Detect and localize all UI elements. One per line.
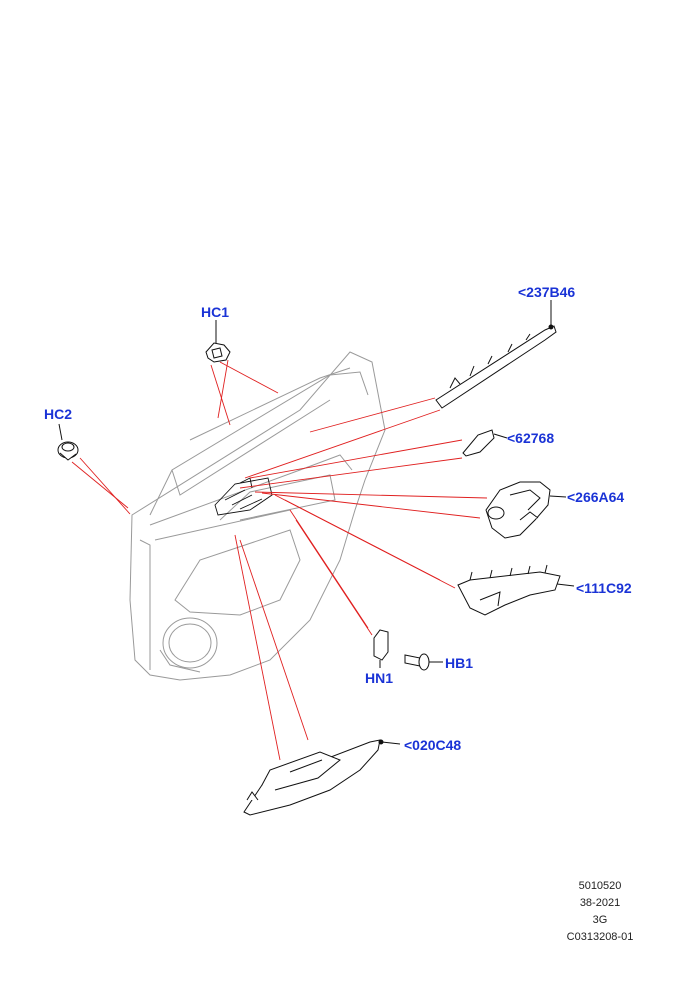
part-111c92 [457,564,575,616]
door-trim-panel [129,351,386,681]
reference-line-3: 3G [592,914,608,926]
callout-hn1: HN1 [365,670,394,686]
callout-020c48: <020C48 [404,737,462,753]
clip-hc1-part [205,320,231,363]
reference-line-2: 38-2021 [579,897,621,909]
callout-237b46: <237B46 [518,284,576,300]
reference-line-4: C0313208-01 [566,931,634,943]
part-020c48 [243,739,401,816]
switch-pack-area [214,477,273,516]
leader-lines [71,359,488,761]
part-266a64 [485,481,567,539]
reference-line-1: 5010520 [578,880,622,892]
callout-hb1: HB1 [445,655,474,671]
callout-111c92: <111C92 [576,580,632,596]
callout-hc1: HC1 [201,304,230,320]
nut-hn1-part [373,629,389,668]
callout-62768: <62768 [507,430,555,446]
callout-hc2: HC2 [44,406,73,422]
part-62768 [462,429,508,457]
clip-hc2-part [57,423,79,461]
part-237b46 [435,300,557,409]
bolt-hb1-part [404,653,443,671]
callout-266a64: <266A64 [567,489,625,505]
reference-info: 5010520 38-2021 3G C0313208-01 [560,878,640,946]
